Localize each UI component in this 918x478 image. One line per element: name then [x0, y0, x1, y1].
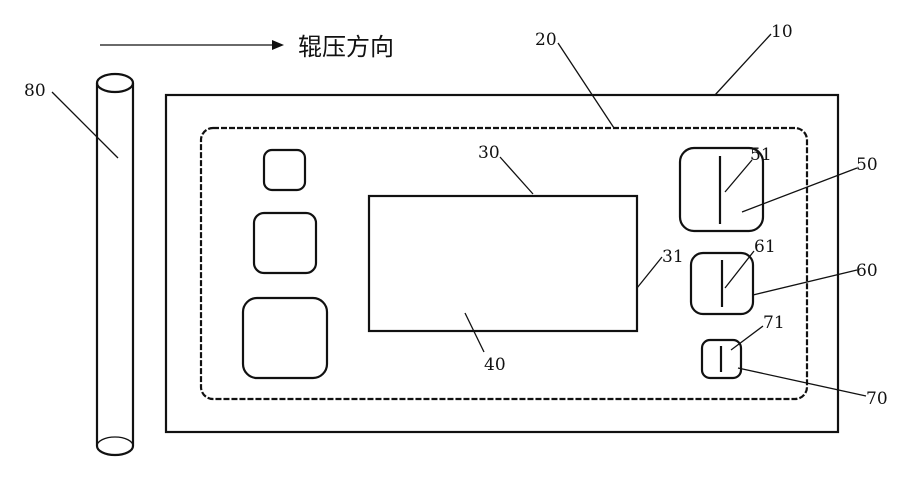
- pad-medium: [254, 213, 316, 273]
- direction-label: 辊压方向: [298, 33, 394, 61]
- label-70: 70: [866, 389, 888, 409]
- label-80: 80: [24, 81, 46, 101]
- board-10: [166, 95, 838, 432]
- label-60: 60: [856, 261, 878, 281]
- window-30: [369, 196, 637, 331]
- label-31: 31: [662, 247, 684, 267]
- label-20: 20: [535, 30, 557, 50]
- label-40: 40: [484, 355, 506, 375]
- label-51: 51: [750, 145, 772, 165]
- label-30: 30: [478, 143, 500, 163]
- label-10: 10: [771, 22, 793, 42]
- label-71: 71: [763, 313, 785, 333]
- pad-large: [243, 298, 327, 378]
- label-61: 61: [754, 237, 776, 257]
- label-50: 50: [856, 155, 878, 175]
- component-70: [702, 340, 741, 378]
- component-60: [691, 253, 753, 314]
- leader-lines: [52, 34, 866, 396]
- direction-arrow: [100, 40, 284, 50]
- pad-small: [264, 150, 305, 190]
- roller-80: [97, 74, 133, 455]
